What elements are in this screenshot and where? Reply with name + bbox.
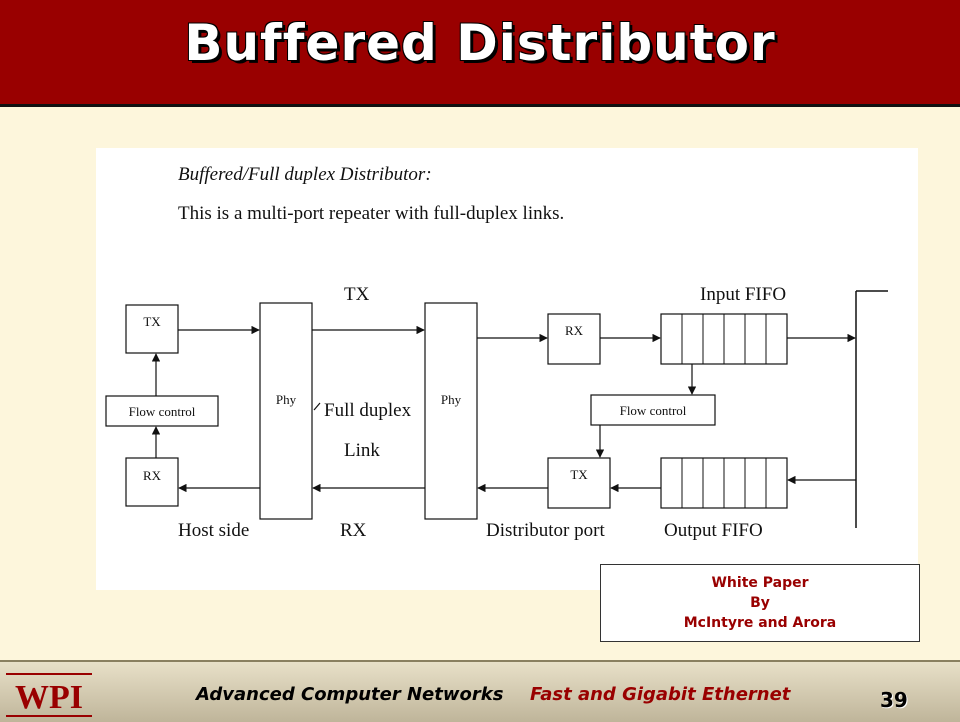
tx-label: TX	[344, 284, 370, 305]
host-flow-control-label: Flow control	[129, 404, 196, 419]
phy-right-block	[424, 302, 478, 520]
course-name: Advanced Computer Networks	[196, 684, 504, 705]
input-fifo-label: Input FIFO	[700, 284, 786, 305]
lecture-topic: Fast and Gigabit Ethernet	[530, 684, 791, 705]
dist-flow-control-block	[590, 394, 716, 426]
dist-rx-label: RX	[565, 323, 584, 338]
link-pointer-tick	[313, 402, 321, 411]
dist-rx-block	[547, 313, 601, 365]
output-fifo-label: Output FIFO	[664, 520, 763, 541]
diagram-description: This is a multi-port repeater with full-…	[178, 203, 564, 224]
dist-tx-label: TX	[570, 467, 588, 482]
backplane-bus	[855, 290, 888, 528]
diagram-heading: Buffered/Full duplex Distributor:	[178, 164, 432, 185]
distributor-diagram: Buffered/Full duplex Distributor: This i…	[105, 164, 888, 541]
dist-tx-block	[547, 457, 611, 509]
phy-left-block	[259, 302, 313, 520]
title-bar: Buffered Distributor	[0, 0, 960, 107]
wpi-logo: WPI	[6, 673, 92, 717]
host-rx-block	[125, 457, 179, 507]
caption-line-2: By	[750, 595, 770, 611]
host-flow-control-block	[105, 395, 219, 427]
dist-flow-control-label: Flow control	[620, 403, 687, 418]
input-fifo-buffer	[660, 313, 788, 365]
diagram-panel: Buffered/Full duplex Distributor: This i…	[96, 148, 918, 590]
host-side-label: Host side	[178, 520, 249, 541]
phy-left-label: Phy	[276, 392, 297, 407]
phy-right-label: Phy	[441, 392, 462, 407]
rx-label: RX	[340, 520, 367, 541]
wpi-logo-text: WPI	[15, 679, 83, 716]
white-paper-caption: White Paper By McIntyre and Arora	[600, 564, 920, 642]
footer-bar: WPI Advanced Computer Networks Fast and …	[0, 660, 960, 722]
slide-title: Buffered Distributor	[184, 14, 776, 72]
distributor-port-label: Distributor port	[486, 520, 605, 541]
host-tx-label: TX	[143, 314, 161, 329]
link-label: Link	[344, 440, 380, 461]
host-tx-block	[125, 304, 179, 354]
caption-line-3: McIntyre and Arora	[683, 615, 837, 631]
host-rx-label: RX	[143, 468, 162, 483]
output-fifo-buffer	[660, 457, 788, 509]
full-duplex-label: Full duplex	[324, 400, 412, 421]
caption-line-1: White Paper	[711, 575, 809, 591]
page-number: 39	[880, 688, 908, 712]
